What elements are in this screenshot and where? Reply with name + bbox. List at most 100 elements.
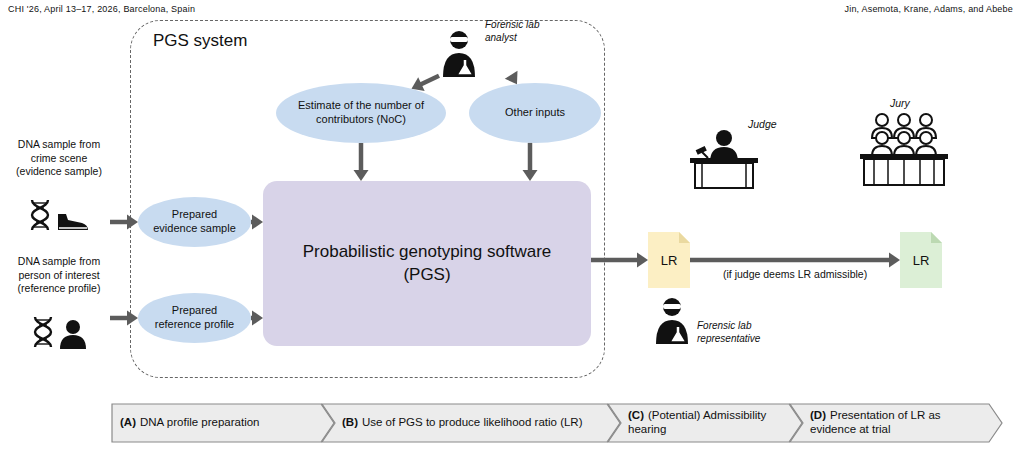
- phase-letter: (B): [342, 416, 358, 428]
- graphic-part: [656, 320, 688, 344]
- sample-source-node: DNA sample from crime scene (evidence sa…: [8, 138, 110, 248]
- connector-line: [690, 258, 890, 263]
- text-holder: (A) DNA profile preparation: [112, 404, 334, 442]
- phase-chevron: (C)(Potential) Admissibility hearing: [608, 404, 802, 442]
- graphic-part: [919, 159, 921, 185]
- phase-chevron: (A) DNA profile preparation: [112, 404, 334, 442]
- graphic-part: [898, 114, 910, 126]
- graphic-part: [462, 58, 468, 60]
- graphic-part: [34, 203, 46, 227]
- jury-icon: [858, 112, 950, 188]
- graphic-part: [745, 163, 747, 188]
- ellipse-fill: [138, 197, 251, 247]
- icon-row: [8, 315, 110, 349]
- chevron-fill: [322, 404, 620, 442]
- document-text: LR: [913, 253, 930, 268]
- arrow-head: [505, 71, 518, 84]
- graphic-part: [695, 163, 753, 188]
- node-text: Estimate of the number of contributors (…: [298, 99, 424, 127]
- figure-label: Jury: [890, 97, 910, 110]
- graphic-part: [670, 326, 686, 342]
- graphic-part: [696, 146, 707, 155]
- arrow-head: [252, 311, 263, 326]
- connector-line: [110, 220, 128, 225]
- graphic-part: [59, 227, 87, 229]
- graphic-part: [933, 159, 935, 185]
- arrow-head: [523, 170, 538, 181]
- graphic-part: [32, 200, 48, 230]
- phase-text: (A) DNA profile preparation: [120, 416, 260, 430]
- graphic-part: [898, 132, 910, 144]
- text-holder: Probabilistic genotyping software (PGS): [263, 181, 591, 346]
- graphic-part: [663, 298, 681, 316]
- graphic-part: [873, 159, 875, 185]
- arrow-connector: [591, 253, 648, 268]
- graphic-part: [920, 132, 932, 144]
- actor-label: Forensic lab analyst: [485, 19, 549, 44]
- arrow-head: [412, 77, 425, 91]
- arrow-head: [252, 215, 263, 230]
- phase-chevron: (D)Presentation of LR as evidence at tri…: [790, 404, 1002, 442]
- graphic-part: [37, 320, 49, 344]
- graphic-part: [876, 132, 888, 144]
- sample-label: DNA sample from person of interest (refe…: [8, 255, 110, 296]
- text-holder: (B) Use of PGS to produce likelihood rati…: [322, 404, 620, 442]
- judge-icon: [688, 128, 760, 190]
- arrow-head: [354, 170, 369, 181]
- arrow-connector: [251, 215, 263, 230]
- graphic-part: [450, 31, 468, 49]
- text-holder: Prepared reference profile: [138, 293, 251, 343]
- system-boundary: PGS system Forensic lab analystEstimate o…: [130, 20, 605, 378]
- dna-icon: [31, 315, 55, 349]
- graphic-part: [675, 325, 681, 327]
- graphic-part: [32, 200, 48, 230]
- input-ellipse: Other inputs: [469, 83, 601, 143]
- graphic-part: [37, 319, 49, 320]
- graphic-part: [36, 207, 44, 208]
- graphic-part: [903, 159, 905, 185]
- phase-letter: (A): [120, 416, 136, 428]
- connector-line: [421, 76, 439, 85]
- software-box: Probabilistic genotyping software (PGS): [263, 181, 591, 346]
- graphic-part: [37, 343, 49, 344]
- graphic-part: [34, 202, 46, 203]
- input-ellipse: Estimate of the number of contributors (…: [276, 83, 446, 143]
- ellipse-fill: [276, 83, 446, 143]
- running-header: Jin, Asemota, Krane, Adams, and Abebe: [844, 4, 1013, 15]
- graphic-part: [864, 159, 944, 185]
- phase-description: DNA profile preparation: [140, 416, 260, 428]
- connector-line: [359, 143, 364, 171]
- document-fold: [679, 232, 690, 243]
- document-fill: [648, 232, 690, 288]
- graphic-part: [35, 317, 51, 347]
- figure-label: Forensic lab representative: [697, 320, 771, 345]
- document-fill: [900, 232, 942, 288]
- system-title: PGS system: [153, 31, 247, 51]
- icon-row: [8, 198, 110, 232]
- graphic-part: [716, 130, 732, 146]
- actor-node: Forensic lab analyst: [439, 17, 551, 81]
- graphic-part: [34, 226, 46, 227]
- arrow-head: [127, 215, 138, 230]
- graphic-part: [663, 304, 681, 309]
- document-text: LR: [661, 253, 678, 268]
- connector-line: [110, 316, 128, 321]
- arrow-connector: [505, 71, 518, 84]
- graphic-part: [702, 152, 708, 158]
- edge-label: (if judge deems LR admissible): [723, 268, 867, 281]
- text-holder: LR: [648, 232, 690, 288]
- node-text: Prepared reference profile: [153, 304, 236, 332]
- document-fold: [931, 232, 942, 243]
- text-holder: Prepared evidence sample: [138, 197, 251, 247]
- connector-line: [528, 143, 533, 171]
- phase-description: Use of PGS to produce likelihood ratio (…: [362, 416, 583, 428]
- arrow-head: [889, 253, 900, 268]
- text-holder: Estimate of the number of contributors (…: [276, 83, 446, 143]
- graphic-part: [39, 338, 47, 339]
- phase-letter: (D): [810, 409, 826, 421]
- node-text: Probabilistic genotyping software (PGS): [299, 241, 555, 285]
- phase-description: Presentation of LR as evidence at trial: [810, 409, 941, 435]
- graphic-part: [66, 320, 80, 334]
- graphic-part: [39, 324, 47, 325]
